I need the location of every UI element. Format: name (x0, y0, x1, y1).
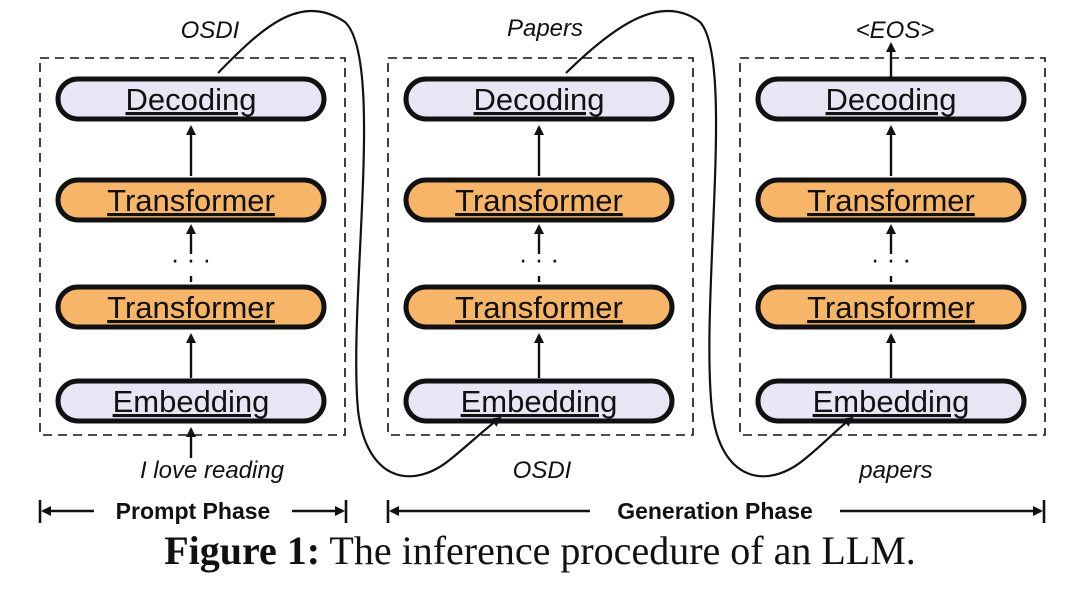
transformer-label-top: Transformer (807, 183, 975, 218)
transformer-label-bottom: Transformer (455, 290, 623, 325)
generation-phase-label: Generation Phase (617, 498, 813, 524)
input-token-label: papers (858, 457, 932, 484)
stack-prompt: Decoding Transformer · · · Transformer E… (39, 17, 346, 484)
stack-boundary (39, 57, 346, 436)
input-token-label: OSDI (513, 457, 572, 484)
input-token-label: I love reading (140, 457, 285, 484)
transformer-block-top (55, 177, 327, 223)
embedding-label: Embedding (461, 384, 618, 419)
transformer-label-bottom: Transformer (807, 290, 975, 325)
embedding-block (755, 378, 1027, 424)
figure-caption-text: The inference procedure of an LLM. (329, 528, 916, 573)
ellipsis-dots: · · · (871, 244, 911, 274)
stack-boundary (739, 57, 1046, 436)
transformer-label-bottom: Transformer (107, 290, 275, 325)
embedding-block (403, 378, 675, 424)
transformer-label-top: Transformer (455, 183, 623, 218)
figure-caption: Figure 1: The inference procedure of an … (0, 527, 1080, 574)
stack-boundary (387, 57, 694, 436)
transformer-block-top (755, 177, 1027, 223)
ellipsis-dots: · · · (171, 244, 211, 274)
feedback-curve-osdi (217, 10, 502, 478)
decoding-block (403, 76, 675, 122)
transformer-block-top (403, 177, 675, 223)
stack-generation-2: Decoding Transformer · · · Transformer E… (739, 17, 1046, 484)
generation-phase-bracket: Generation Phase (386, 498, 1046, 524)
output-token-label: Papers (507, 15, 583, 42)
embedding-block (55, 378, 327, 424)
transformer-block-bottom (755, 284, 1027, 330)
decoding-label: Decoding (474, 82, 605, 117)
stack-generation-1: Decoding Transformer · · · Transformer E… (387, 15, 694, 484)
decoding-label: Decoding (126, 82, 257, 117)
decoding-label: Decoding (826, 82, 957, 117)
output-token-label: <EOS> (856, 17, 935, 44)
ellipsis-dots: · · · (519, 244, 559, 274)
transformer-block-bottom (55, 284, 327, 330)
transformer-block-bottom (403, 284, 675, 330)
prompt-phase-label: Prompt Phase (116, 498, 271, 524)
feedback-curve-papers (565, 10, 854, 478)
output-token-label: OSDI (181, 17, 240, 44)
decoding-block (55, 76, 327, 122)
embedding-label: Embedding (113, 384, 270, 419)
transformer-label-top: Transformer (107, 183, 275, 218)
embedding-label: Embedding (813, 384, 970, 419)
prompt-phase-bracket: Prompt Phase (38, 498, 348, 524)
figure-number: Figure 1: (164, 528, 321, 573)
